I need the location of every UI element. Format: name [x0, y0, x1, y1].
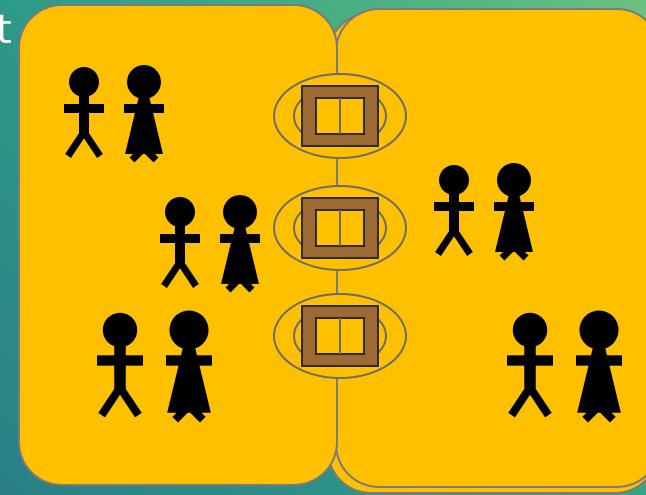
female-figure-dress	[495, 194, 533, 252]
female-figure-leg	[143, 147, 159, 163]
female-figure-leg	[598, 405, 616, 423]
male-figure-head	[512, 312, 548, 348]
male-figure-legs	[435, 223, 473, 256]
female-figure-leg	[582, 405, 600, 423]
couple-figures	[507, 310, 622, 423]
cut-off-text: t	[0, 7, 12, 53]
male-figure-arms	[64, 104, 104, 113]
male-figure-arms	[507, 355, 553, 366]
female-figure-head	[127, 65, 161, 99]
couple-figures	[97, 310, 212, 423]
female-figure-leg	[188, 405, 206, 423]
male-figure-body	[114, 343, 126, 390]
female-figure-head	[497, 163, 531, 197]
male-figure-legs	[65, 125, 103, 158]
couple-figures	[434, 163, 534, 261]
couple-figures	[160, 195, 260, 293]
female-figure-dress	[125, 96, 163, 154]
female-figure-leg	[513, 245, 529, 261]
male-figure-body	[449, 192, 459, 232]
female-figure-leg	[225, 277, 241, 293]
female-figure-head	[169, 310, 209, 350]
male-figure-body	[524, 343, 536, 390]
couple-figures	[64, 65, 164, 163]
female-figure-leg	[499, 245, 515, 261]
female-figure-dress	[577, 346, 621, 413]
male-figure-legs	[161, 255, 199, 288]
male-figure-head	[69, 67, 99, 97]
female-figure-dress	[221, 226, 259, 284]
male-figure-arms	[160, 234, 200, 243]
female-figure-head	[579, 310, 619, 350]
male-figure-legs	[98, 380, 142, 418]
female-figure-head	[223, 195, 257, 229]
male-figure-body	[79, 94, 89, 134]
female-figure-leg	[239, 277, 255, 293]
portal	[273, 185, 407, 271]
portal	[273, 293, 407, 379]
male-figure-head	[102, 312, 138, 348]
male-figure-head	[165, 197, 195, 227]
male-figure-body	[175, 224, 185, 264]
male-figure-arms	[97, 355, 143, 366]
female-figure-leg	[172, 405, 190, 423]
male-figure-legs	[508, 380, 552, 418]
male-figure-arms	[434, 202, 474, 211]
female-figure-dress	[167, 346, 211, 413]
female-figure-leg	[129, 147, 145, 163]
portal	[273, 73, 407, 159]
male-figure-head	[439, 165, 469, 195]
